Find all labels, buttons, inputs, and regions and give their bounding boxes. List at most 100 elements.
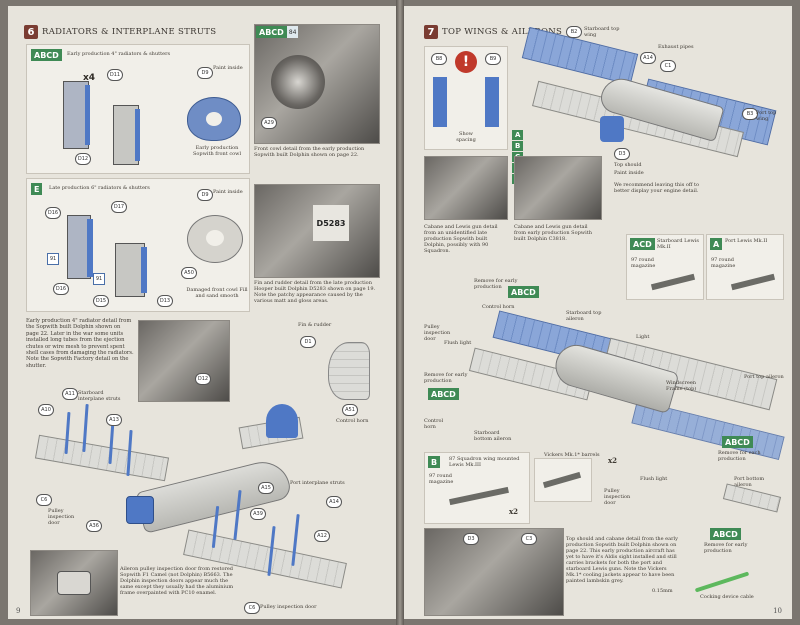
early-radiator-panel: ABCD Early production 4" radiators & shu… [26, 44, 250, 174]
d12-callout: D12 [75, 153, 91, 165]
port-lewis-label: Port Lewis Mk.II [725, 238, 768, 244]
radiator-shutter-b [135, 109, 140, 161]
panel2-subtitle: Late production 6" radiators & shutters [49, 185, 150, 191]
b3-callout: B3 [742, 108, 758, 120]
radiator-paragraph: Early production 4" radiator detail from… [26, 318, 134, 369]
a51-callout: A51 [342, 404, 358, 416]
pulley-door-text: Aileron pulley inspection door from rest… [120, 566, 234, 596]
flush-light-label-2: Flush light [640, 476, 668, 482]
box-91-a: 91 [47, 253, 59, 265]
section-number-7: 7 [424, 25, 438, 39]
wing-part-b8 [433, 77, 447, 127]
a11-callout: A11 [62, 388, 78, 400]
late-shutter-b [141, 247, 147, 293]
paint-inside-label: Paint inside [213, 65, 243, 71]
radiator-part-b [113, 105, 139, 165]
paint-inside-label-b: Paint inside [213, 189, 243, 195]
top-cowl-part [600, 116, 624, 142]
d3-callout: D3 [614, 148, 630, 160]
a14-callout: A14 [326, 496, 342, 508]
late-radiator-panel: E Late production 6" radiators & shutter… [26, 178, 250, 312]
a29-callout: A29 [261, 117, 277, 129]
section-7-header: 7 TOP WINGS & AILERONS [424, 24, 562, 40]
cabane-bottom-photo: D3 C3 [424, 528, 564, 616]
d13-callout: D13 [157, 295, 173, 307]
exhaust-pipes-label: Exhaust pipes [658, 44, 694, 50]
cabane-photo-b [514, 156, 602, 220]
c3-photo-callout: C3 [521, 533, 537, 545]
a39-callout: A39 [250, 508, 266, 520]
control-horn-label-r: Control horn [482, 304, 515, 310]
round-mags-a: 97 round magazine [631, 257, 656, 269]
port-top-wing-label: Port top wing [756, 110, 777, 122]
lewis-gun-b [730, 273, 776, 291]
lewis-mk3-panel: B 87 Squadron wing mounted Lewis Mk.III … [424, 452, 530, 524]
paint-inside-r: Paint inside [614, 170, 644, 176]
page-9: 6 RADIATORS & INTERPLANE STRUTS ABCD Ear… [8, 6, 396, 619]
section-number: 6 [24, 25, 38, 39]
port-top-aileron-label: Port top aileron [744, 374, 784, 380]
show-spacing-label: Show spacing [456, 131, 476, 143]
starboard-lewis-panel: ACD Starboard Lewis Mk.II 97 round magaz… [626, 234, 704, 300]
port-lewis-panel: A Port Lewis Mk.II 97 round magazine [706, 234, 784, 300]
box-91-b: 91 [93, 273, 105, 285]
show-spacing-panel: B8 B9 ! Show spacing [424, 46, 508, 150]
pulley-door-photo [30, 550, 118, 616]
lewis-gun-a [650, 273, 696, 291]
a36-callout: A36 [86, 520, 102, 532]
size-label: 0.15mm [652, 588, 673, 594]
d1-callout: D1 [300, 336, 316, 348]
panel-subtitle: Early production 4" radiators & shutters [67, 51, 171, 57]
book-gutter [396, 0, 404, 625]
abcd-badge-r3: ABCD [722, 436, 753, 448]
serial-marking: D5283 [313, 205, 349, 241]
page-number-10: 10 [773, 607, 782, 615]
starboard-struts-label: Starboard interplane struts [78, 390, 121, 402]
page-10: 7 TOP WINGS & AILERONS B8 B9 ! Show spac… [404, 6, 792, 619]
a12-callout: A12 [314, 530, 330, 542]
damaged-cowl-part [187, 215, 243, 263]
a13-callout: A13 [106, 414, 122, 426]
cabane-photo-a-caption: Cabane and Lewis gun detail from an unid… [424, 224, 498, 254]
b2-callout: B2 [566, 26, 582, 38]
cocking-cable-part [694, 571, 750, 593]
top-cowl-label: Top should [614, 162, 642, 168]
page-number-9: 9 [16, 607, 21, 615]
radiator-photo: D12 [138, 320, 230, 402]
photo2-caption: Fin and rudder detail from the late prod… [254, 280, 376, 304]
abcd-badge-r4: ABCD [710, 528, 741, 540]
d9-callout: D9 [197, 67, 213, 79]
x2-label-b: x2 [509, 507, 519, 516]
starboard-bottom-aileron-label: Starboard bottom aileron [474, 430, 512, 442]
round-mags-c: 97 round magazine [429, 473, 454, 485]
d15-callout: D15 [93, 295, 109, 307]
d17-callout: D17 [111, 201, 127, 213]
c6-callout-b: C6 [244, 602, 260, 614]
pulley-door-label: Pulley inspection door [424, 324, 451, 342]
port-struts-label: Port interplane struts [290, 480, 345, 486]
section-title-7: TOP WINGS & AILERONS [442, 27, 563, 37]
remove-each-label: Remove for each production [718, 450, 761, 462]
wing-part-b9 [485, 77, 499, 127]
a14-callout-r: A14 [640, 52, 656, 64]
cabane-photo-b-caption: Cabane and Lewis gun detail from early p… [514, 224, 592, 242]
remove-early-label-3: Remove for early production [704, 542, 748, 554]
pulley-door-label-b: Pulley inspection door [260, 604, 317, 610]
x4-label: x4 [83, 73, 96, 83]
cabane-bottom-text: Top should and cabane detail from the ea… [566, 536, 678, 584]
d12-photo-callout: D12 [195, 373, 211, 385]
lewis-mk3-gun [449, 486, 509, 506]
e-badge: E [31, 183, 43, 195]
control-horn-label: Control horn [336, 418, 369, 424]
acd-badge: ACD [630, 238, 655, 250]
c1-callout: C1 [660, 60, 676, 72]
a-badge: A [710, 238, 723, 250]
vickers-barrel [542, 471, 582, 489]
fin-rudder-label: Fin & rudder [298, 322, 332, 328]
front-cowl-part [187, 97, 241, 141]
d3-photo-callout: D3 [463, 533, 479, 545]
abcd-badge: ABCD [31, 49, 62, 61]
photo1-caption: Front cowl detail from the early product… [254, 146, 365, 158]
warning-icon: ! [455, 51, 477, 73]
